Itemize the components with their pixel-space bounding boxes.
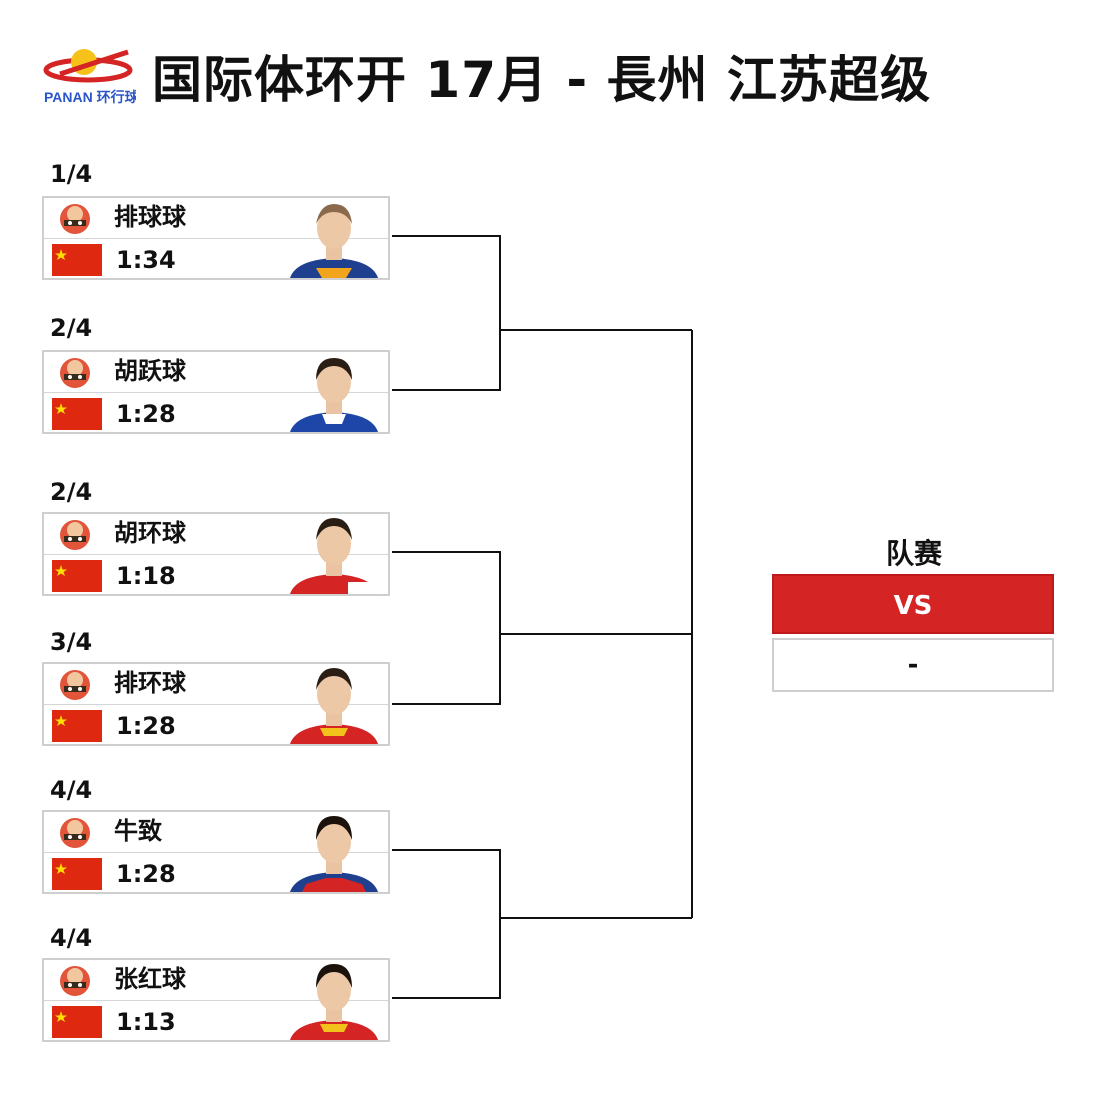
player-avatar-icon <box>290 204 378 278</box>
match-card-1[interactable]: 排球球 1:34 <box>42 196 390 280</box>
player-avatar-icon <box>290 518 378 594</box>
logo-text: PANAN 环行球 <box>44 89 136 105</box>
match-card-4[interactable]: 排环球 1:28 <box>42 662 390 746</box>
match-card-6[interactable]: 张红球 1:13 <box>42 958 390 1042</box>
round-label-5: 4/4 <box>50 776 93 804</box>
player-name: 排环球 <box>114 669 186 697</box>
match-time: 1:34 <box>116 246 176 274</box>
player-name: 胡跃球 <box>114 357 186 385</box>
page-title: 国际体环开 17月 - 長州 江苏超级 <box>152 51 931 109</box>
match-card-2[interactable]: 胡跃球 1:28 <box>42 350 390 434</box>
china-flag-icon <box>52 398 102 430</box>
team-emblem-icon <box>60 966 90 996</box>
header: PANAN 环行球 国际体环开 17月 - 長州 江苏超级 <box>0 0 1096 130</box>
match-time: 1:28 <box>116 712 176 740</box>
bracket-line-2a <box>392 551 501 705</box>
china-flag-icon <box>52 1006 102 1038</box>
match-time: 1:13 <box>116 1008 176 1036</box>
team-emblem-icon <box>60 358 90 388</box>
round-label-6: 4/4 <box>50 924 93 952</box>
final-vs-banner: VS <box>772 574 1054 634</box>
match-time: 1:28 <box>116 400 176 428</box>
player-avatar-icon <box>290 816 378 892</box>
final-label: 队赛 <box>885 537 942 570</box>
player-name: 牛致 <box>114 817 162 845</box>
match-card-5[interactable]: 牛致 1:28 <box>42 810 390 894</box>
bracket-line-3a <box>392 849 501 999</box>
round-label-2: 2/4 <box>50 314 93 342</box>
china-flag-icon <box>52 710 102 742</box>
player-avatar-icon <box>290 964 378 1040</box>
match-time: 1:28 <box>116 860 176 888</box>
bracket-line-1a <box>392 235 501 391</box>
team-emblem-icon <box>60 520 90 550</box>
event-logo-icon: PANAN 环行球 <box>43 49 136 105</box>
china-flag-icon <box>52 858 102 890</box>
match-card-3[interactable]: 胡环球 1:18 <box>42 512 390 596</box>
round-label-1: 1/4 <box>50 160 93 188</box>
player-name: 排球球 <box>114 203 186 231</box>
team-emblem-icon <box>60 670 90 700</box>
team-emblem-icon <box>60 204 90 234</box>
player-avatar-icon <box>290 358 378 432</box>
team-emblem-icon <box>60 818 90 848</box>
player-name: 胡环球 <box>114 519 186 547</box>
china-flag-icon <box>52 244 102 276</box>
round-label-4: 3/4 <box>50 628 93 656</box>
player-avatar-icon <box>290 668 378 744</box>
final-result: - <box>772 638 1054 692</box>
china-flag-icon <box>52 560 102 592</box>
round-label-3: 2/4 <box>50 478 93 506</box>
match-time: 1:18 <box>116 562 176 590</box>
final-match-box[interactable]: VS - <box>772 574 1054 692</box>
player-name: 张红球 <box>114 965 186 993</box>
